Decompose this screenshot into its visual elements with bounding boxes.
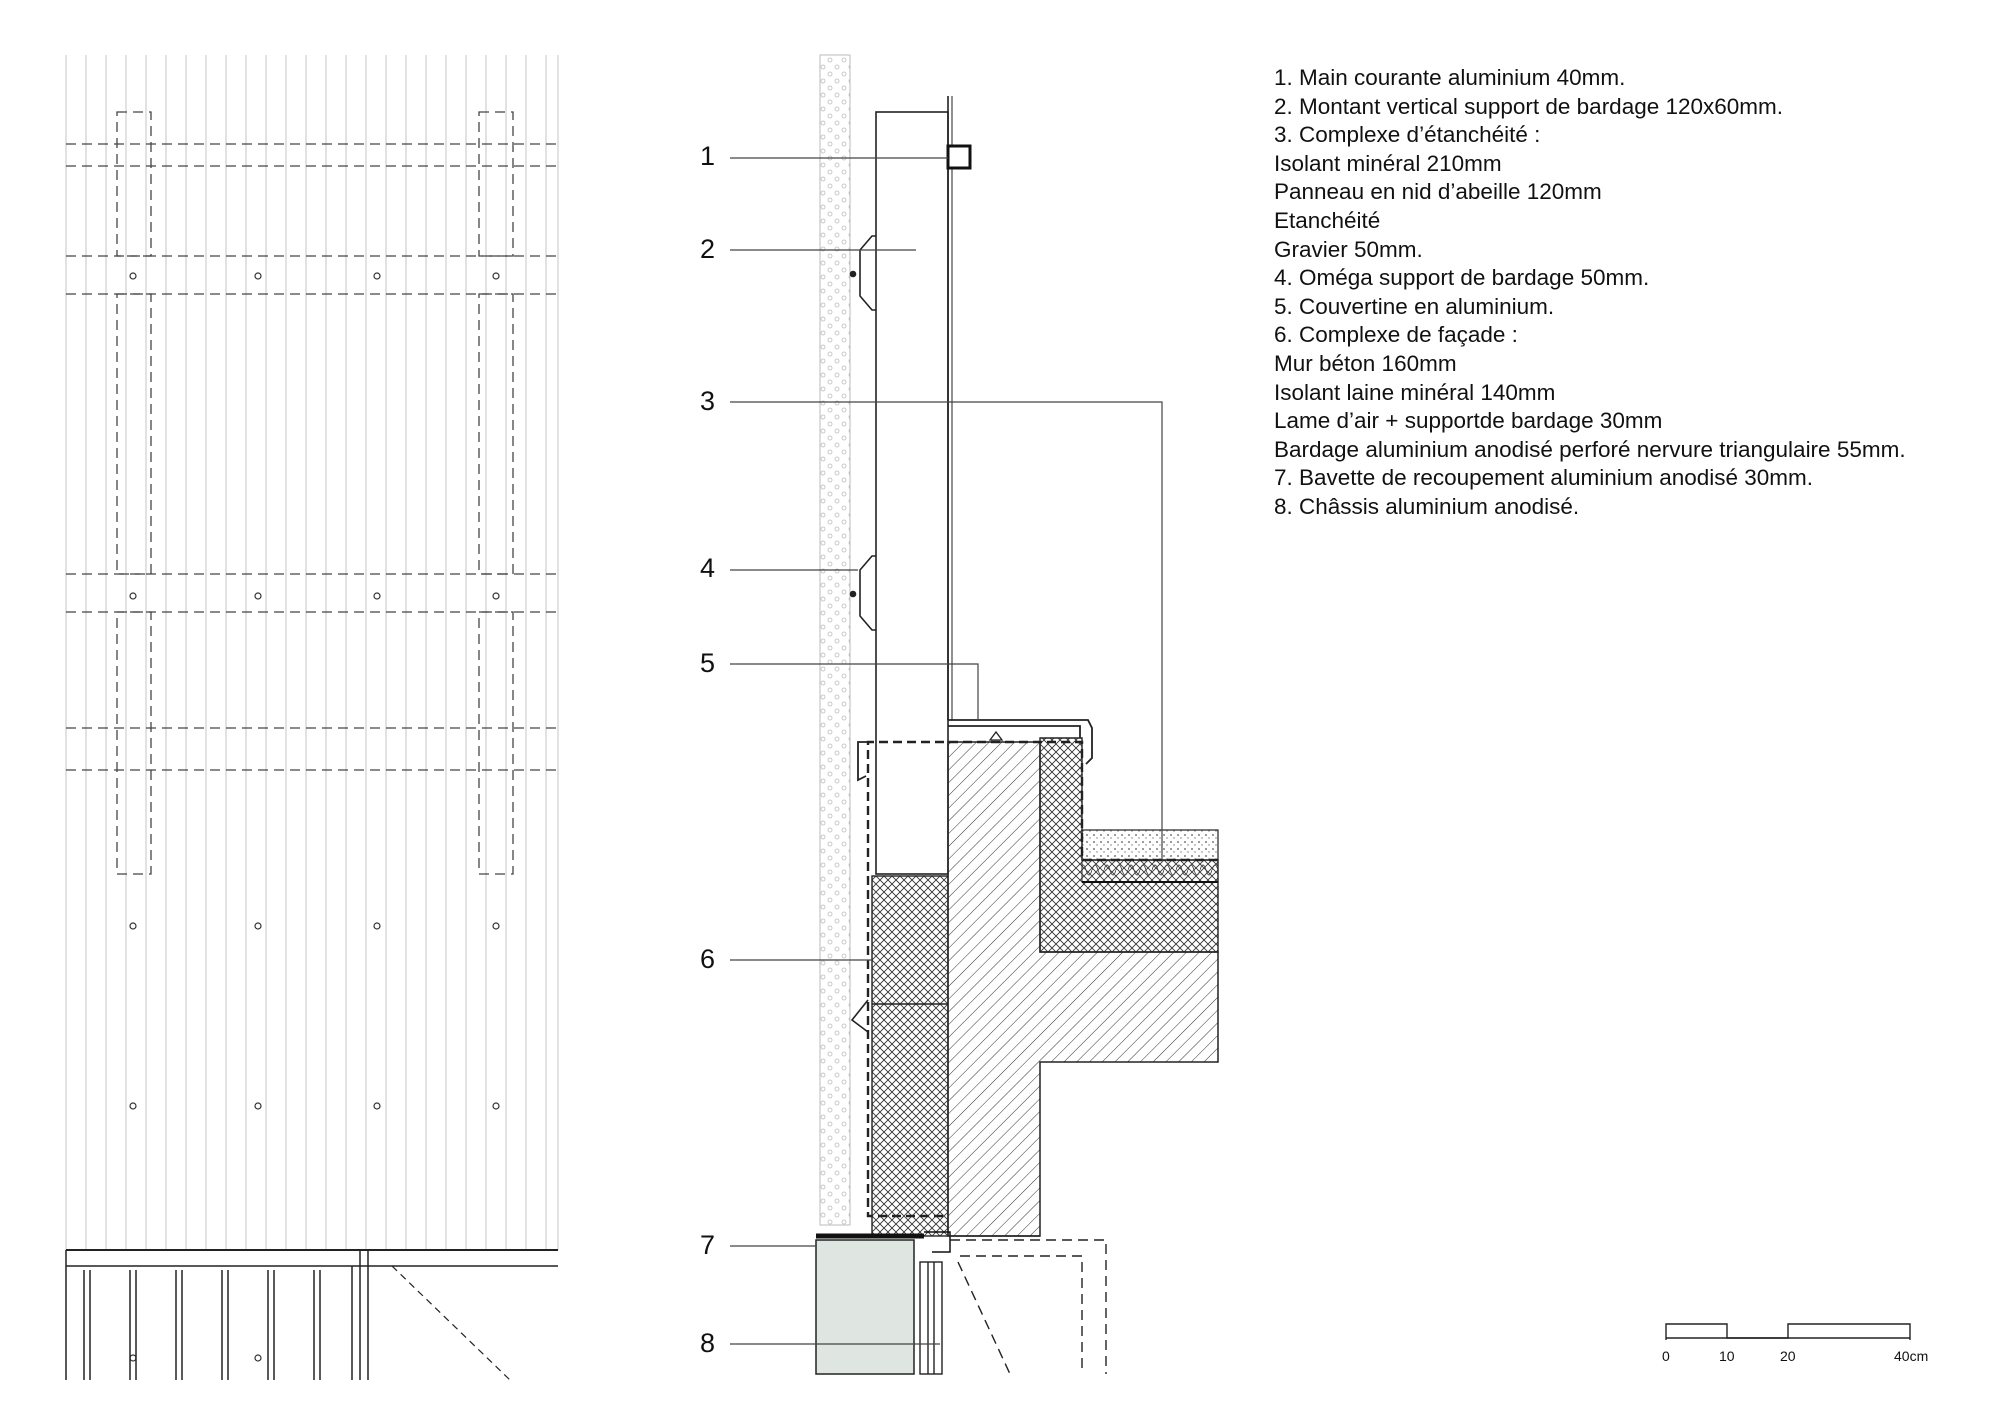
legend-item: Bardage aluminium anodisé perforé nervur… <box>1274 436 1906 462</box>
window-mullions <box>919 1235 1107 1375</box>
parapet-upright-post <box>875 111 949 875</box>
window-frame <box>815 1239 915 1375</box>
perforated-cladding <box>819 54 851 1226</box>
legend-item: Isolant laine minéral 140mm <box>1274 379 1556 405</box>
legend-item: 5. Couvertine en aluminium. <box>1274 293 1555 319</box>
callout-7: 7 <box>700 1230 716 1260</box>
callout-1: 1 <box>700 141 716 171</box>
elevation-fixings <box>129 272 500 1362</box>
gravel-layer <box>1081 829 1219 861</box>
scale-label-0: 0 <box>1662 1348 1670 1364</box>
legend-item: 6. Complexe de façade : <box>1274 322 1518 348</box>
legend-item: Lame d’air + supportde bardage 30mm <box>1274 408 1663 434</box>
callout-5: 5 <box>700 648 716 678</box>
legend-item: Mur béton 160mm <box>1274 350 1457 376</box>
elevation-cladding-ribs <box>65 55 559 1250</box>
legend-item: Panneau en nid d’abeille 120mm <box>1274 179 1602 205</box>
material-legend: 1. Main courante aluminium 40mm. 2. Mont… <box>1274 64 1906 522</box>
concrete-wall-and-slab <box>947 741 1219 1237</box>
scale-label-10: 10 <box>1719 1348 1735 1364</box>
legend-item: 8. Châssis aluminium anodisé. <box>1274 493 1580 519</box>
callout-2: 2 <box>700 234 716 264</box>
callout-8: 8 <box>700 1328 716 1358</box>
facade-elevation <box>65 55 559 1381</box>
callout-3: 3 <box>700 386 716 416</box>
leader-lines <box>730 157 1163 1345</box>
legend-item: Gravier 50mm. <box>1274 236 1423 262</box>
elevation-hidden-rails <box>66 111 558 875</box>
elevation-window-frame <box>65 1249 558 1381</box>
scale-bar <box>1665 1323 1911 1340</box>
callout-4: 4 <box>700 553 716 583</box>
wall-section <box>730 54 1911 1375</box>
coping <box>857 719 1093 782</box>
sill-flashing <box>816 1231 951 1253</box>
honeycomb-panel <box>1081 859 1219 883</box>
legend-item: 3. Complexe d’étanchéité : <box>1274 122 1541 148</box>
legend-item: 7. Bavette de recoupement aluminium anod… <box>1274 465 1814 491</box>
legend-item: 2. Montant vertical support de bardage 1… <box>1274 93 1784 119</box>
scale-label-40cm: 40cm <box>1894 1348 1929 1364</box>
omega-profiles <box>849 235 876 1033</box>
facade-insulation <box>871 875 949 1237</box>
legend-item: 4. Oméga support de bardage 50mm. <box>1274 265 1650 291</box>
waterproofing-membrane <box>866 740 1218 1218</box>
legend-item: 1. Main courante aluminium 40mm. <box>1274 65 1626 90</box>
legend-item: Isolant minéral 210mm <box>1274 150 1502 176</box>
callout-6: 6 <box>700 944 716 974</box>
scale-label-20: 20 <box>1780 1348 1796 1364</box>
legend-item: Etanchéité <box>1274 207 1381 233</box>
handrail-section <box>946 144 972 170</box>
